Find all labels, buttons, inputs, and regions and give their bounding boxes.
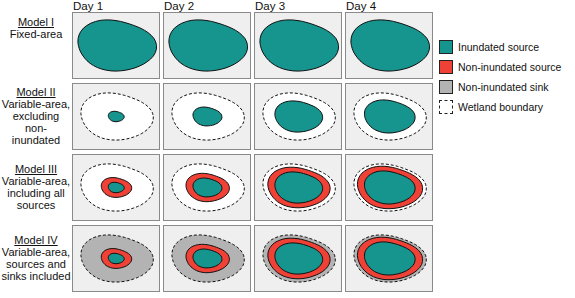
inundated-area [78,20,157,71]
model-description: Fixed-area [1,28,71,40]
day-panel [255,84,342,150]
inundated-area [260,20,339,71]
non-inundated-source [101,249,131,269]
wetland-boundary [81,164,153,211]
day-panel [73,226,160,292]
wetland-boundary [263,164,335,211]
inundated-area [193,249,222,268]
wetland-boundary [172,235,244,282]
day-header: Day 4 [346,0,376,12]
non-inundated-source [357,237,422,280]
non-inundated-source [186,244,229,272]
model-description: Variable-area, excluding non-inundated [1,98,71,146]
inundated-area [169,20,248,71]
model-name: Model IV [1,234,71,246]
non-inundated-source [268,167,330,208]
day-panel [346,155,433,221]
model-name: Model I [1,16,71,28]
day-panel [164,13,251,79]
day-panel [73,155,160,221]
day-panel [255,226,342,292]
wetland-boundary [172,164,244,211]
day-panel [73,84,160,150]
wetland-boundary [263,235,335,282]
day-panel [346,226,433,292]
non-inundated-source [186,173,229,201]
model-name: Model II [1,86,71,98]
inundated-area [275,101,323,132]
inundated-area [351,20,430,71]
legend-text: Wetland boundary [458,101,543,113]
inundated-area [108,111,124,121]
model-description: Variable-area, including all sources [1,175,71,211]
inundated-area [365,100,416,133]
day-header: Day 3 [255,0,285,12]
model-label: Model IIVariable-area, excluding non-inu… [1,86,71,146]
day-panel [164,155,251,221]
inundated-area [365,171,416,204]
inundated-area [365,242,416,275]
day-panel [346,13,433,79]
wetland-boundary [263,93,335,140]
legend-text: Inundated source [458,41,539,53]
wetland-boundary [81,235,153,282]
legend-swatch [439,80,453,94]
non-inundated-source [101,178,131,198]
inundated-area [193,107,222,126]
legend-swatch [439,40,453,54]
model-label: Model IIIVariable-area, including all so… [1,163,71,211]
day-panel [164,84,251,150]
non-inundated-source [357,166,422,209]
inundated-area [108,253,124,263]
day-panel [73,13,160,79]
inundated-area [108,182,124,192]
model-label: Model IFixed-area [1,16,71,40]
day-header: Day 1 [73,0,103,12]
inundated-area [193,178,222,197]
wetland-boundary [172,93,244,140]
non-inundated-source [268,238,330,279]
wetland-boundary [354,93,426,140]
model-label: Model IVVariable-area, sources and sinks… [1,234,71,282]
model-name: Model III [1,163,71,175]
wetland-boundary [354,164,426,211]
day-panel [164,226,251,292]
legend-dashed-sample [439,100,453,114]
day-panel [255,155,342,221]
inundated-area [275,243,323,274]
model-description: Variable-area, sources and sinks include… [1,246,71,282]
day-panel [255,13,342,79]
inundated-area [275,172,323,203]
legend-text: Non-inundated sink [458,81,548,93]
legend-swatch [439,60,453,74]
wetland-boundary [354,235,426,282]
day-panel [346,84,433,150]
wetland-boundary [81,93,153,140]
legend-text: Non-inundated source [458,61,561,73]
day-header: Day 2 [164,0,194,12]
